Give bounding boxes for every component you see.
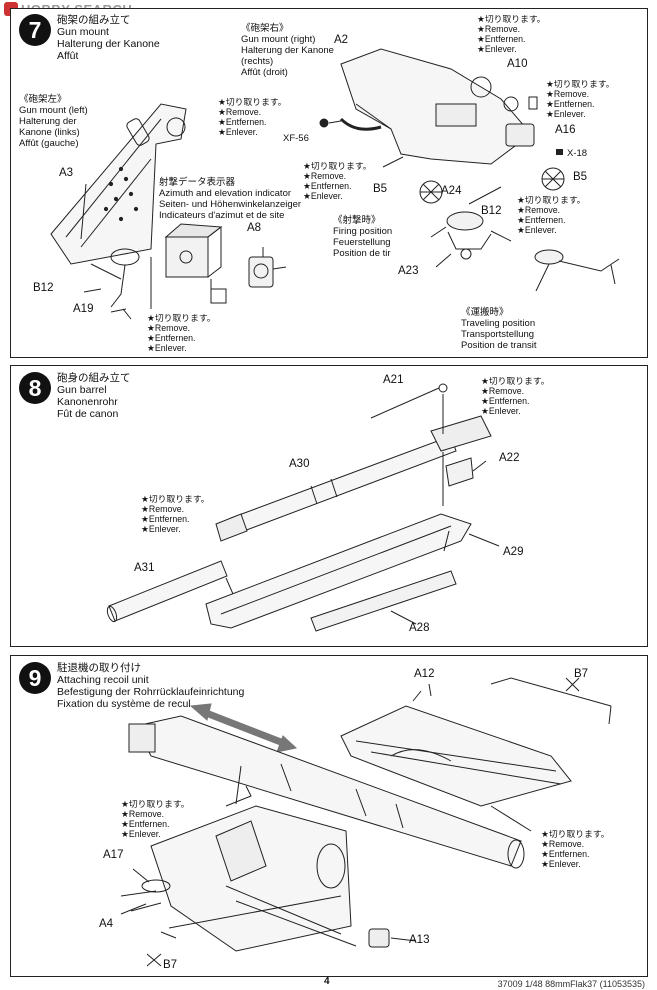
remove-note: ★切り取ります。★Remove.★Entfernen.★Enlever.: [477, 14, 546, 54]
step-9-illustration: [120, 677, 612, 967]
step-8-panel: 8 砲身の組み立て Gun barrel Kanonenrohr Fût de …: [10, 365, 648, 647]
indicator-label: 射撃データ表示器 Azimuth and elevation indicator…: [159, 177, 302, 221]
step-8-number: 8: [19, 372, 51, 404]
part-label-a13: A13: [409, 934, 430, 946]
remove-note: ★切り取ります。★Remove.★Entfernen.★Enlever.: [121, 799, 190, 839]
part-label-a29: A29: [503, 546, 524, 558]
remove-note: ★切り取ります。★Remove.★Entfernen.★Enlever.: [517, 195, 586, 235]
remove-note: ★切り取ります。★Remove.★Entfernen.★Enlever.: [546, 79, 615, 119]
part-label-a31: A31: [134, 562, 155, 574]
part-label-a12: A12: [414, 668, 435, 680]
step-7-illustration: [50, 48, 620, 320]
part-label-a3: A3: [59, 167, 74, 179]
part-label-a21: A21: [383, 374, 404, 386]
remove-note: ★切り取ります。★Remove.★Entfernen.★Enlever.: [541, 829, 610, 869]
step-8-illustration: [106, 383, 500, 632]
part-label-b5: B5: [373, 183, 388, 195]
traveling-position-label: 《運搬時》 Traveling position Transportstellu…: [461, 307, 537, 351]
footer-code: 37009 1/48 88mmFlak37 (11053535): [497, 979, 645, 989]
part-label-b7: B7: [574, 668, 589, 680]
part-label-a10: A10: [507, 58, 528, 70]
part-label-a22: A22: [499, 452, 520, 464]
step-9-title: 駐退機の取り付け Attaching recoil unit Befestigu…: [57, 662, 245, 710]
remove-note: ★切り取ります。★Remove.★Entfernen.★Enlever.: [147, 313, 216, 353]
part-label-b5: B5: [573, 171, 588, 183]
part-label-a4: A4: [99, 918, 114, 930]
step-7-panel: 7 砲架の組み立て Gun mount Halterung der Kanone…: [10, 8, 648, 358]
step-9-number: 9: [19, 662, 51, 694]
part-label-a2: A2: [334, 34, 349, 46]
part-label-x18: X-18: [567, 148, 588, 159]
step-7-number: 7: [19, 14, 51, 46]
step-8-title: 砲身の組み立て Gun barrel Kanonenrohr Fût de ca…: [57, 372, 131, 420]
part-label-a19: A19: [73, 303, 94, 315]
part-label-a28: A28: [409, 622, 430, 634]
gun-mount-left-label: 《砲架左》 Gun mount (left) Halterung der Kan…: [19, 94, 88, 149]
part-label-a30: A30: [289, 458, 310, 470]
page-number: 4: [324, 976, 330, 987]
part-label-b12: B12: [481, 205, 502, 217]
remove-note: ★切り取ります。★Remove.★Entfernen.★Enlever.: [141, 494, 210, 534]
part-label-b7: B7: [163, 959, 178, 971]
gun-mount-right-label: 《砲架右》 Gun mount (right) Halterung der Ka…: [241, 23, 334, 78]
firing-position-label: 《射撃時》 Firing position Feuerstellung Posi…: [333, 215, 393, 259]
remove-note: ★切り取ります。★Remove.★Entfernen.★Enlever.: [481, 376, 550, 416]
step-9-panel: 9 駐退機の取り付け Attaching recoil unit Befesti…: [10, 655, 648, 977]
remove-note: ★切り取ります。★Remove.★Entfernen.★Enlever.: [303, 161, 372, 201]
paint-label-xf56: XF-56: [283, 133, 309, 144]
part-label-a23: A23: [398, 265, 419, 277]
part-label-a17: A17: [103, 849, 124, 861]
part-label-a16: A16: [555, 124, 576, 136]
part-label-a8: A8: [247, 222, 262, 234]
part-label-a24: A24: [441, 185, 462, 197]
step-7-title: 砲架の組み立て Gun mount Halterung der Kanone A…: [57, 14, 160, 62]
remove-note: ★切り取ります。★Remove.★Entfernen.★Enlever.: [218, 97, 287, 137]
part-label-b12: B12: [33, 282, 54, 294]
